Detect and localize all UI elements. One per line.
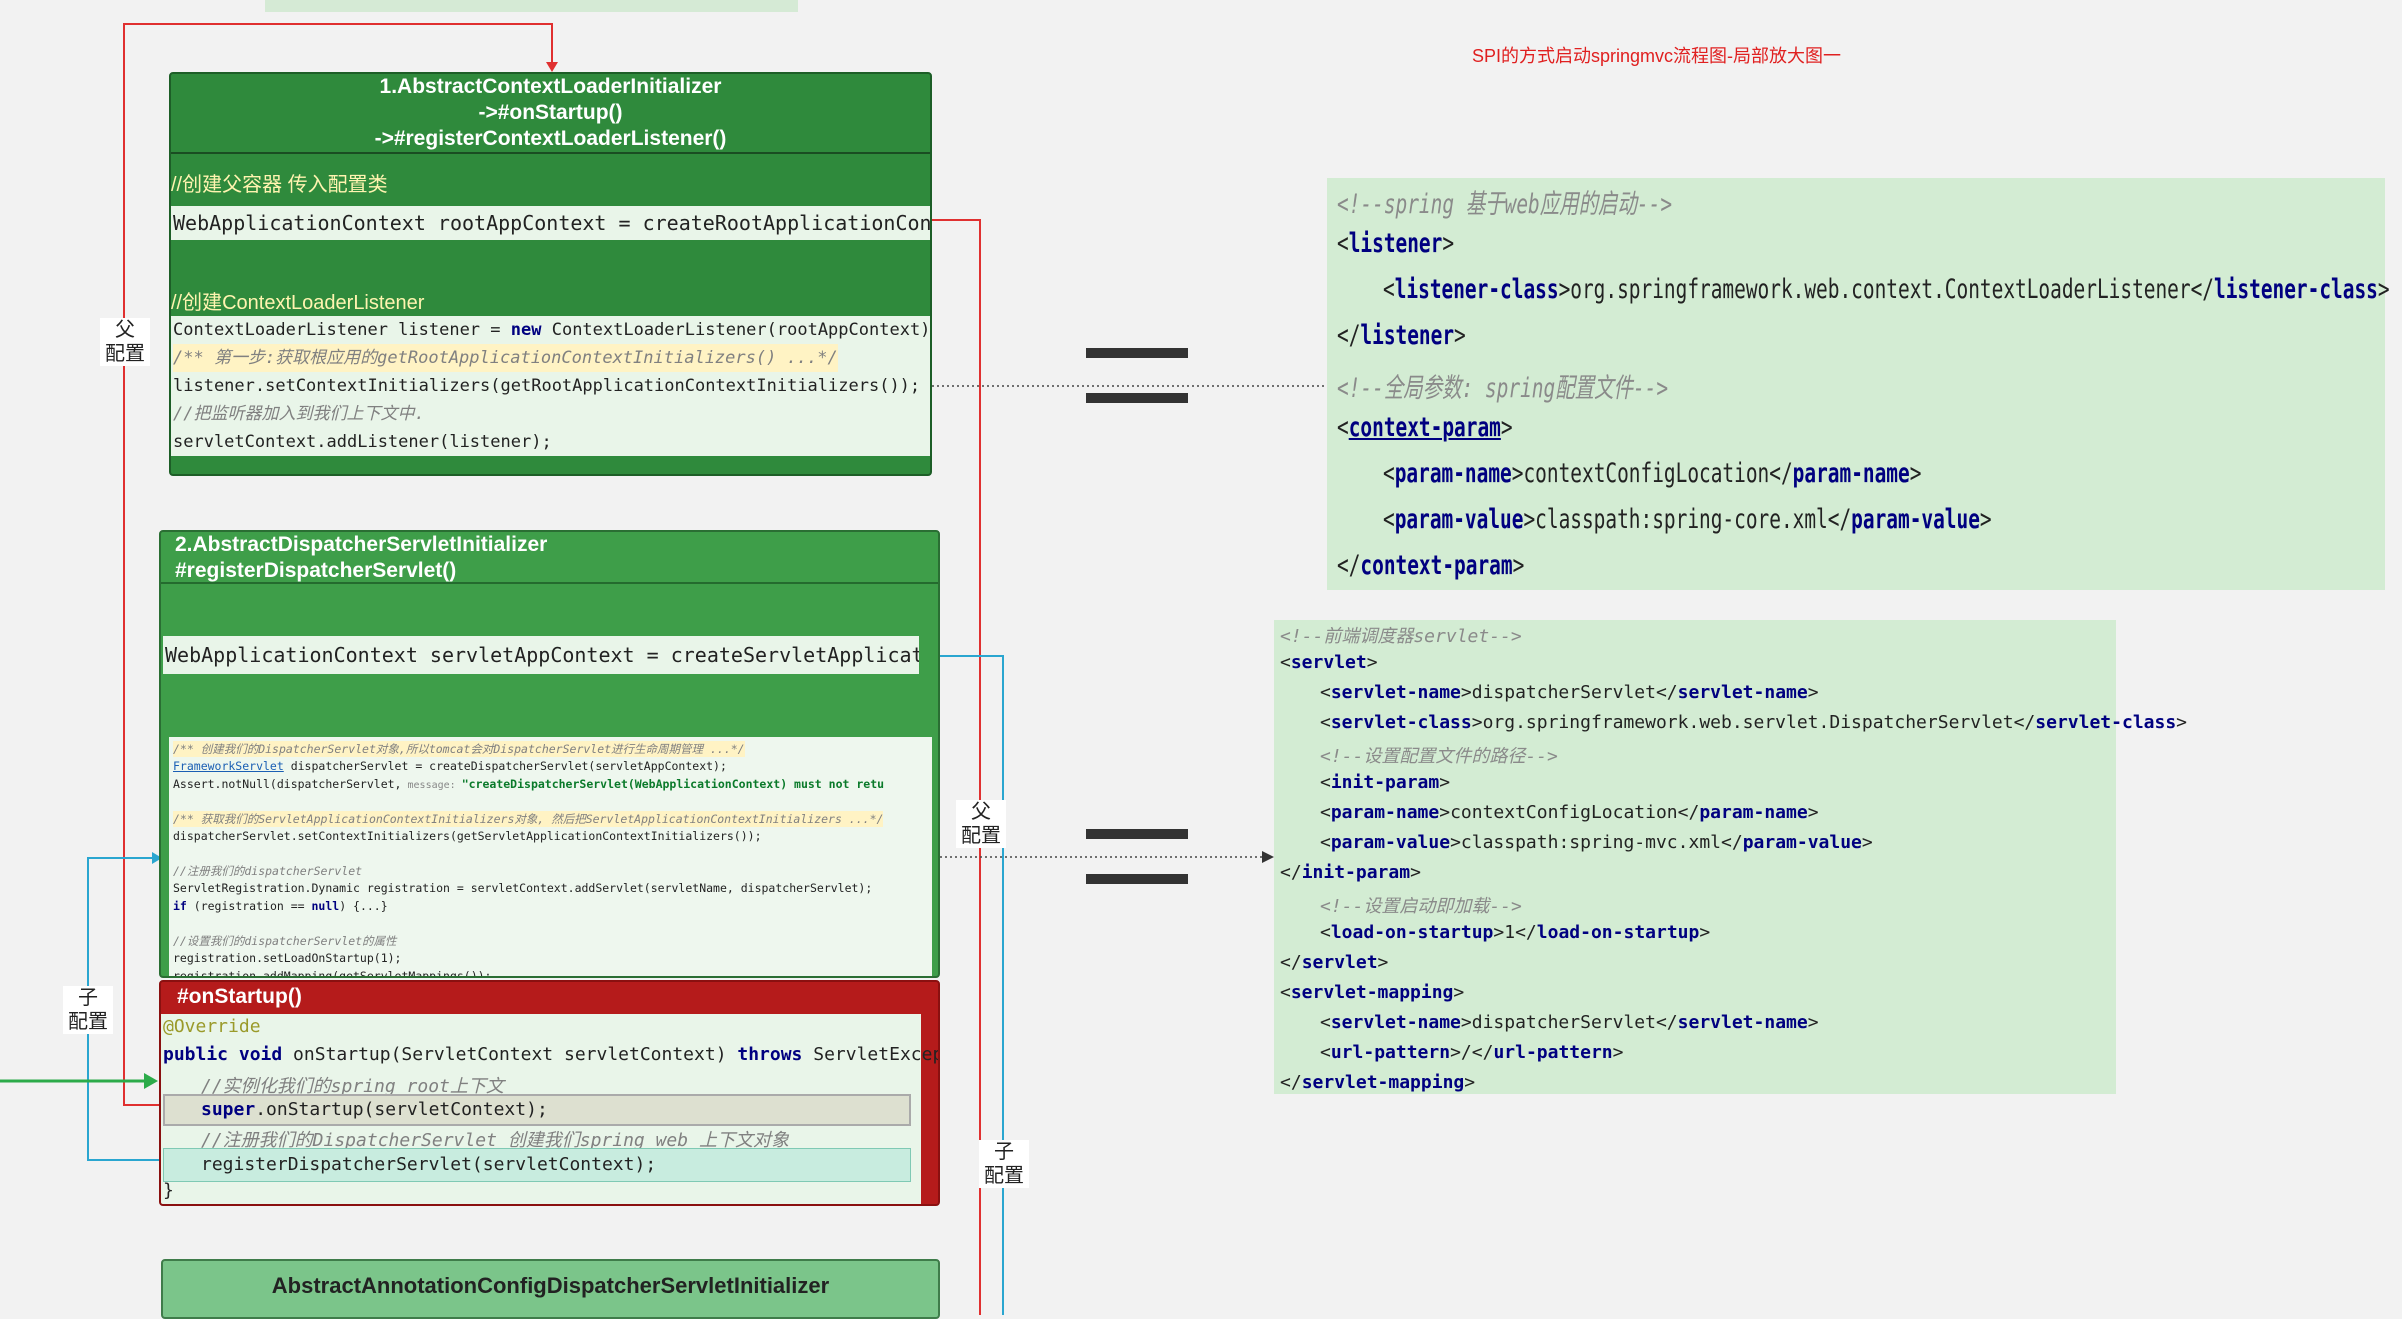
xml1-listener-open: <listener>: [1337, 228, 1455, 259]
abstract-annotation-config-box: AbstractAnnotationConfigDispatcherServle…: [161, 1259, 940, 1319]
xml2-comment-1: <!--前端调度器servlet-->: [1280, 626, 1522, 647]
child-config-label-2: 子配置: [979, 1140, 1029, 1188]
web-xml-listener-panel: <!--spring 基于web应用的启动--> <listener> <lis…: [1327, 178, 2390, 590]
xml1-comment-1: <!--spring 基于web应用的启动-->: [1337, 189, 1673, 220]
blue-connector-right: [922, 655, 1004, 1315]
parent-config-label-2: 父配置: [956, 800, 1006, 848]
box1-comment-create-parent: //创建父容器 传入配置类: [171, 174, 388, 196]
abstract-context-loader-initializer-box: 1.AbstractContextLoaderInitializer ->#on…: [169, 72, 932, 476]
equals-sign-1-top: [1086, 348, 1188, 358]
xml1-context-param-open: <context-param>: [1337, 412, 1513, 443]
parent-config-label-1: 父配置: [100, 318, 150, 366]
box2-code-line-8: if (registration == null) {...}: [173, 899, 388, 913]
xml2-servlet-name: <servlet-name>dispatcherServlet</servlet…: [1320, 682, 1819, 703]
box1-code-line-2: /** 第一步:获取根应用的getRootApplicationContextI…: [173, 344, 838, 372]
box3-code-line-4: super.onStartup(servletContext);: [201, 1099, 548, 1120]
xml2-servlet-mapping-open: <servlet-mapping>: [1280, 982, 1465, 1003]
box1-code-line-4: //把监听器加入到我们上下文中.: [173, 404, 425, 424]
super-onstartup-highlight: [163, 1094, 911, 1126]
xml2-mapping-servlet-name: <servlet-name>dispatcherServlet</servlet…: [1320, 1012, 1819, 1033]
box1-code-line-1: ContextLoaderListener listener = new Con…: [173, 320, 932, 340]
xml2-url-pattern: <url-pattern>/</url-pattern>: [1320, 1042, 1624, 1063]
page-title: SPI的方式启动springmvc流程图-局部放大图一: [1472, 46, 1842, 66]
box3-code-line-6: registerDispatcherServlet(servletContext…: [201, 1154, 657, 1175]
box2-divider: [161, 582, 938, 584]
box2-create-servlet-context-line: WebApplicationContext servletAppContext …: [163, 636, 919, 674]
xml2-param-value: <param-value>classpath:spring-mvc.xml</p…: [1320, 832, 1873, 853]
top-strip: [265, 0, 798, 12]
xml1-listener-class: <listener-class>org.springframework.web.…: [1383, 274, 2390, 305]
red-connector-parent: [123, 23, 553, 1106]
dotted-arrowhead: [1262, 851, 1274, 863]
box3-code-line-7: }: [163, 1180, 174, 1201]
box3-code-line-5: //注册我们的DispatcherServlet 创建我们spring web …: [201, 1130, 789, 1151]
equals-sign-2-bottom: [1086, 874, 1188, 884]
box2-code-line-1: /** 创建我们的DispatcherServlet对象,所以tomcat会对D…: [173, 741, 745, 757]
box3-code-line-1: @Override: [163, 1016, 261, 1037]
box1-header-line1: 1.AbstractContextLoaderInitializer: [379, 75, 722, 98]
xml2-servlet-close: </servlet>: [1280, 952, 1389, 973]
web-xml-servlet-panel: <!--前端调度器servlet--> <servlet> <servlet-n…: [1274, 620, 2187, 1094]
equals-sign-1-bottom: [1086, 393, 1188, 403]
abstract-dispatcher-servlet-initializer-box: 2.AbstractDispatcherServletInitializer #…: [159, 530, 940, 978]
on-startup-box: #onStartup() @Override public void onSta…: [159, 980, 940, 1206]
on-startup-code: @Override public void onStartup(ServletC…: [161, 1014, 938, 1204]
box2-code-line-4: /** 获取我们的ServletApplicationContextInitia…: [173, 811, 884, 827]
box2-header-line1: 2.AbstractDispatcherServletInitializer: [175, 533, 548, 556]
green-arrowhead: [144, 1073, 158, 1089]
box3-code-line-2: public void onStartup(ServletContext ser…: [163, 1044, 940, 1065]
box3-header: #onStartup(): [177, 985, 302, 1008]
equals-sign-2-top: [1086, 829, 1188, 839]
box4-header: AbstractAnnotationConfigDispatcherServle…: [271, 1273, 830, 1298]
box2-code-line-7: ServletRegistration.Dynamic registration…: [173, 881, 873, 895]
box2-code-line-2: FrameworkServlet dispatcherServlet = cre…: [173, 759, 727, 773]
box1-code-line-5: servletContext.addListener(listener);: [173, 432, 552, 452]
box2-code-line-9: //设置我们的dispatcherServlet的属性: [173, 934, 397, 948]
box2-header: 2.AbstractDispatcherServletInitializer #…: [175, 532, 547, 584]
xml2-param-name: <param-name>contextConfigLocation</param…: [1320, 802, 1819, 823]
box1-header: 1.AbstractContextLoaderInitializer ->#on…: [171, 74, 930, 152]
xml2-servlet-open: <servlet>: [1280, 652, 1378, 673]
box2-header-line2: #registerDispatcherServlet(): [175, 559, 457, 582]
xml1-param-value: <param-value>classpath:spring-core.xml</…: [1383, 504, 1992, 535]
xml1-context-param-close: </context-param>: [1337, 550, 1525, 581]
xml1-comment-2: <!--全局参数: spring配置文件-->: [1337, 373, 1669, 404]
box1-code-line-3: listener.setContextInitializers(getRootA…: [173, 376, 921, 396]
box1-header-line3: ->#registerContextLoaderListener(): [374, 127, 727, 150]
box1-divider: [171, 152, 930, 154]
xml1-param-name: <param-name>contextConfigLocation</param…: [1383, 458, 1922, 489]
xml2-comment-2: <!--设置配置文件的路径-->: [1320, 746, 1558, 767]
box2-code-line-3: Assert.notNull(dispatcherServlet, messag…: [173, 777, 885, 791]
box2-code-line-10: registration.setLoadOnStartup(1);: [173, 951, 402, 965]
box1-create-root-context-line: WebApplicationContext rootAppContext = c…: [171, 206, 930, 240]
xml1-listener-close: </listener>: [1337, 320, 1466, 351]
red-connector-right: [932, 219, 981, 1315]
register-dispatcher-highlight: [163, 1148, 911, 1182]
box1-header-line2: ->#onStartup(): [478, 101, 623, 124]
xml2-servlet-mapping-close: </servlet-mapping>: [1280, 1072, 1476, 1093]
box2-code-line-5: dispatcherServlet.setContextInitializers…: [173, 829, 762, 843]
xml2-init-param-open: <init-param>: [1320, 772, 1451, 793]
box2-code-line-6: //注册我们的dispatcherServlet: [173, 864, 363, 878]
xml2-init-param-close: </init-param>: [1280, 862, 1421, 883]
child-config-label-1: 子配置: [63, 986, 113, 1034]
xml2-comment-3: <!--设置启动即加载-->: [1320, 896, 1522, 917]
box2-code-line-11: registration.addMapping(getServletMappin…: [173, 969, 492, 977]
xml2-load-on-startup: <load-on-startup>1</load-on-startup>: [1320, 922, 1711, 943]
red-arrowhead-top: [546, 62, 558, 72]
box1-listener-code: ContextLoaderListener listener = new Con…: [171, 316, 932, 456]
box3-code-line-3: //实例化我们的spring root上下文: [201, 1076, 504, 1097]
blue-arrowhead-left: [152, 852, 162, 864]
box2-dispatcher-code: /** 创建我们的DispatcherServlet对象,所以tomcat会对D…: [169, 737, 932, 977]
box1-comment-create-listener: //创建ContextLoaderListener: [171, 292, 425, 314]
xml2-servlet-class: <servlet-class>org.springframework.web.s…: [1320, 712, 2188, 733]
